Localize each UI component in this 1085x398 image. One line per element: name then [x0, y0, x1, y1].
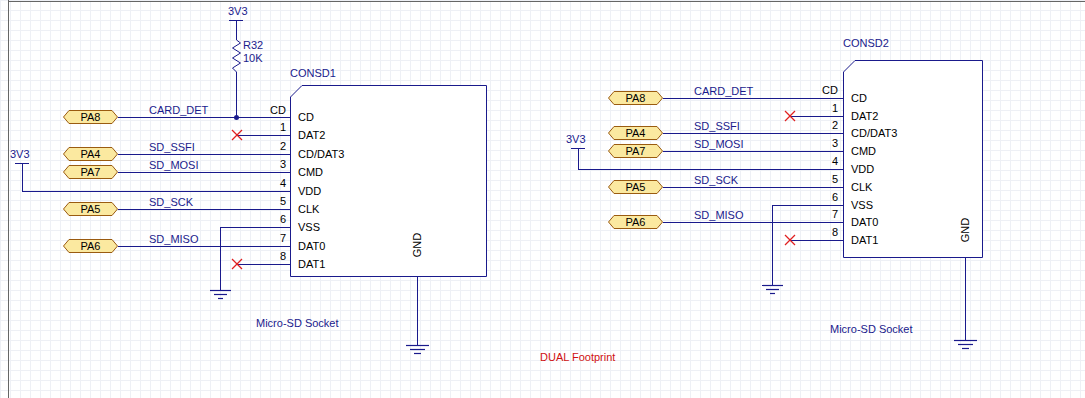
net-name: SD_SCK — [694, 173, 738, 187]
pin-number: 7 — [818, 207, 838, 221]
pin-name: CD — [851, 91, 867, 105]
gnd-pin-name: GND — [410, 233, 424, 257]
net-name: SD_MOSI — [694, 137, 744, 151]
net-name: SD_MOSI — [149, 158, 199, 172]
signal-wire — [663, 98, 843, 99]
gnd-pin-name: GND — [958, 218, 972, 242]
pin-number: 2 — [266, 139, 286, 153]
pin-name: CD — [298, 110, 314, 124]
signal-wire — [663, 187, 843, 188]
port-name: PA8 — [608, 91, 663, 105]
net-name: CARD_DET — [694, 84, 753, 98]
pin-name: DAT1 — [298, 257, 325, 271]
pin-number: 1 — [818, 101, 838, 115]
pin-name: DAT0 — [298, 239, 325, 253]
pin-number: CD — [266, 103, 286, 117]
signal-wire — [663, 151, 843, 152]
pin-name: DAT0 — [851, 215, 878, 229]
net-label-flag: PA6 — [608, 215, 663, 229]
pin-number: 8 — [266, 249, 286, 263]
component-value: 10K — [243, 51, 263, 65]
pin-number: CD — [818, 83, 838, 97]
signal-wire — [663, 133, 843, 134]
power-label: 3V3 — [566, 132, 586, 146]
ref-designator: R32 — [243, 38, 263, 52]
pin-number: 4 — [266, 176, 286, 190]
pin-number: 4 — [818, 154, 838, 168]
net-name: CARD_DET — [149, 103, 208, 117]
pin-name: CD/DAT3 — [851, 126, 897, 140]
connector-symbol: CONSD2CDDAT2CD/DAT3CMDVDDCLKVSSDAT0DAT1G… — [843, 60, 983, 258]
net-name: SD_SSFI — [149, 140, 195, 154]
note: DUAL Footprint — [540, 350, 615, 364]
power-label: 3V3 — [228, 4, 248, 18]
power-label: 3V3 — [10, 147, 30, 161]
part-designator: CONSD1 — [290, 66, 336, 80]
pin-name: DAT2 — [851, 109, 878, 123]
signal-wire — [118, 117, 290, 118]
pin-number: 2 — [818, 118, 838, 132]
net-label-flag: PA6 — [63, 239, 118, 253]
net-name: SD_SCK — [149, 195, 193, 209]
pin-name: CLK — [298, 202, 319, 216]
pin-number: 5 — [266, 194, 286, 208]
signal-wire — [118, 154, 290, 155]
pin-number: 1 — [266, 120, 286, 134]
part-note: Micro-SD Socket — [256, 316, 339, 330]
signal-wire — [118, 246, 290, 247]
port-name: PA4 — [608, 126, 663, 140]
connector-symbol: CONSD1CDDAT2CD/DAT3CMDVDDCLKVSSDAT0DAT1G… — [290, 85, 487, 277]
pin-name: CMD — [851, 144, 876, 158]
port-name: PA7 — [608, 144, 663, 158]
net-name: SD_MISO — [149, 232, 199, 246]
net-label-flag: PA8 — [608, 91, 663, 105]
pin-name: DAT2 — [298, 128, 325, 142]
port-name: PA6 — [608, 215, 663, 229]
pin-name: VSS — [298, 220, 320, 234]
net-label-flag: PA5 — [63, 202, 118, 216]
pin-number: 3 — [266, 157, 286, 171]
net-label-flag: PA4 — [63, 147, 118, 161]
pin-name: VSS — [851, 198, 873, 212]
net-name: SD_MISO — [694, 208, 744, 222]
net-label-flag: PA7 — [63, 165, 118, 179]
pin-name: CD/DAT3 — [298, 147, 344, 161]
pin-number: 3 — [818, 136, 838, 150]
pin-name: DAT1 — [851, 233, 878, 247]
pin-name: CMD — [298, 165, 323, 179]
port-name: PA5 — [608, 180, 663, 194]
part-note: Micro-SD Socket — [830, 322, 913, 336]
pin-name: CLK — [851, 180, 872, 194]
part-designator: CONSD2 — [843, 36, 889, 50]
signal-wire — [663, 222, 843, 223]
pin-name: VDD — [298, 184, 321, 198]
net-label-flag: PA5 — [608, 180, 663, 194]
signal-wire — [118, 209, 290, 210]
port-name: PA7 — [63, 165, 118, 179]
port-name: PA8 — [63, 110, 118, 124]
signal-wire — [118, 172, 290, 173]
net-label-flag: PA7 — [608, 144, 663, 158]
pin-number: 5 — [818, 172, 838, 186]
port-name: PA5 — [63, 202, 118, 216]
pin-name: VDD — [851, 162, 874, 176]
net-name: SD_SSFI — [694, 119, 740, 133]
net-label-flag: PA8 — [63, 110, 118, 124]
port-name: PA4 — [63, 147, 118, 161]
pin-number: 6 — [818, 190, 838, 204]
port-name: PA6 — [63, 239, 118, 253]
pin-number: 7 — [266, 231, 286, 245]
net-label-flag: PA4 — [608, 126, 663, 140]
pin-number: 6 — [266, 212, 286, 226]
pin-number: 8 — [818, 225, 838, 239]
